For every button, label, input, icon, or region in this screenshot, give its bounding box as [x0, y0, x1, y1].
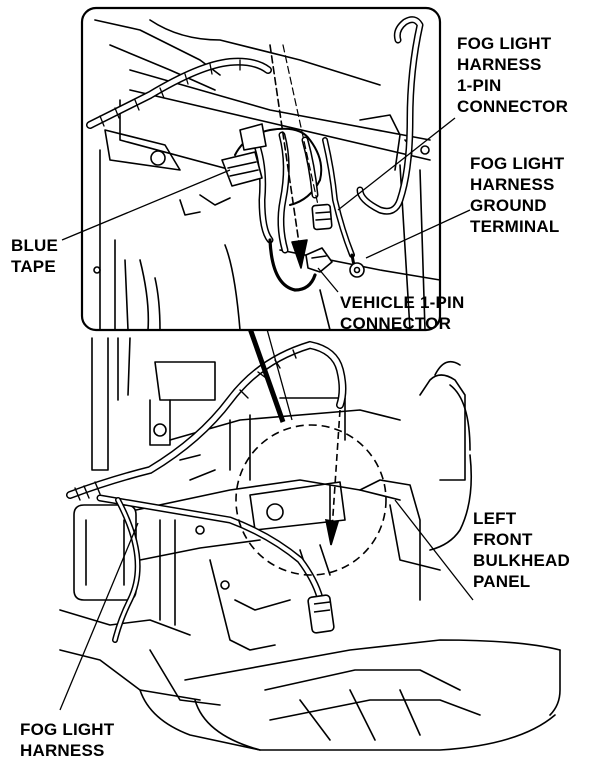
lower-vehicle-connector: [307, 594, 335, 634]
label-line: LEFT: [473, 509, 517, 528]
label-line: FOG LIGHT: [20, 720, 115, 739]
label-fog-light-harness-ground: FOG LIGHT HARNESS GROUND TERMINAL: [470, 153, 564, 237]
inset-detail: [86, 16, 440, 330]
label-line: CONNECTOR: [340, 314, 452, 333]
label-vehicle-connector: VEHICLE 1-PIN CONNECTOR: [340, 292, 464, 334]
leader-lines-lower: [59, 499, 474, 711]
label-line: BULKHEAD: [473, 551, 570, 570]
label-line: CONNECTOR: [457, 97, 569, 116]
label-line: PANEL: [473, 572, 531, 591]
label-line: HARNESS: [20, 741, 105, 760]
routing-arrow-lower: [324, 409, 341, 546]
label-line: TAPE: [11, 257, 56, 276]
label-line: FOG LIGHT: [457, 34, 552, 53]
leader-lines-inset: [61, 117, 471, 293]
detail-circle: [235, 424, 387, 576]
bulkhead-assembly: [59, 337, 561, 751]
label-line: HARNESS: [457, 55, 542, 74]
label-left-front-bulkhead-panel: LEFT FRONT BULKHEAD PANEL: [473, 508, 570, 592]
label-line: VEHICLE 1-PIN: [340, 293, 465, 312]
zoom-lines: [244, 319, 293, 423]
inset-frame-border: [80, 6, 442, 332]
label-blue-tape: BLUE TAPE: [11, 235, 58, 277]
label-line: 1-PIN: [457, 76, 502, 95]
label-line: BLUE: [11, 236, 59, 255]
label-line: FOG LIGHT: [470, 154, 565, 173]
fog-light-harness-wires: [66, 340, 347, 643]
label-line: FRONT: [473, 530, 533, 549]
label-line: GROUND: [470, 196, 547, 215]
label-line: TERMINAL: [470, 217, 560, 236]
label-fog-light-harness: FOG LIGHT HARNESS: [20, 719, 114, 761]
label-fog-light-harness-connector: FOG LIGHT HARNESS 1-PIN CONNECTOR: [457, 33, 568, 117]
label-line: HARNESS: [470, 175, 555, 194]
